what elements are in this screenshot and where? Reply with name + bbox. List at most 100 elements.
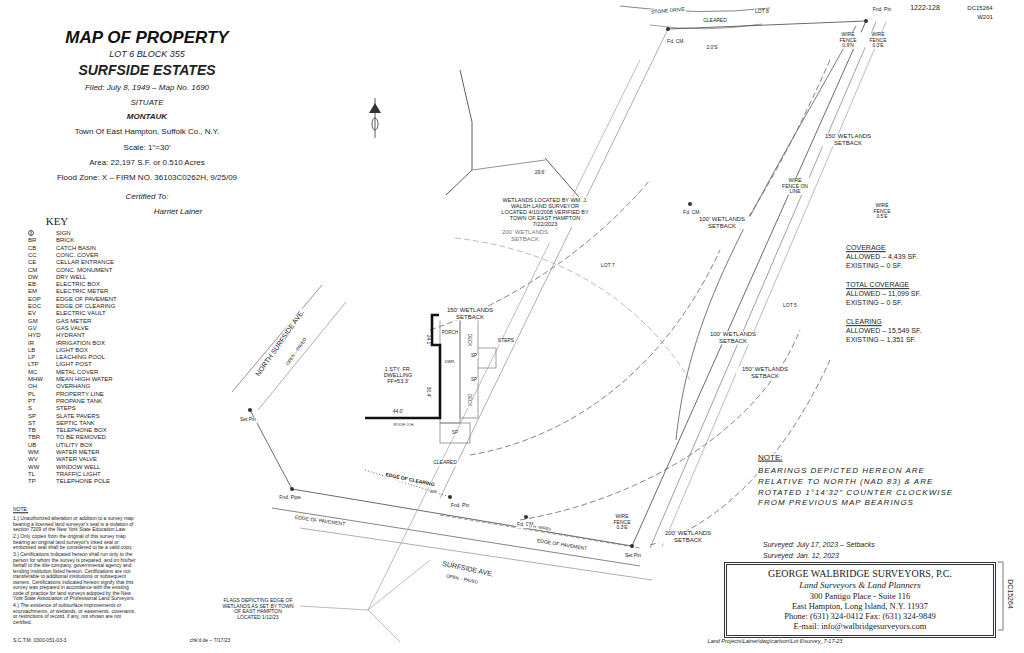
map-label: Fnd. Pipe <box>278 495 301 501</box>
map-label: WIRE FENCE ON LINE <box>779 178 811 195</box>
title-block-text: GEORGE WALBRIDGE SURVEYORS, P.C. <box>733 568 987 580</box>
map-label: METAL COVER <box>55 368 99 375</box>
map-label: 150' WETLANDS SETBACK <box>821 133 875 146</box>
map-label: ALLOWED – 15,549 SF. <box>845 327 922 335</box>
map-label: WATER VALVE <box>55 456 98 463</box>
map-label: GM <box>27 317 39 324</box>
map-label: WV <box>27 456 39 463</box>
map-label: WM <box>428 490 437 494</box>
map-label: CLEARING <box>845 318 883 326</box>
map-title: MAP OF PROPERTY <box>64 29 229 48</box>
map-label: TOTAL COVERAGE <box>845 281 910 289</box>
map-label: DC15264 <box>1006 578 1014 610</box>
map-label: 200' WETLANDS SETBACK <box>659 530 717 543</box>
map-label: SURFSIDE ESTATES <box>77 63 216 78</box>
map-label: S.C.T.M. 0300-051-03-3 <box>12 638 67 644</box>
map-label: Surveyed: Jan. 12, 2023 <box>762 552 840 560</box>
map-label: CELLAR ENTRANCE <box>55 259 115 266</box>
map-label: MONTAUK <box>126 113 168 122</box>
map-label: SP <box>27 412 37 419</box>
map-label: STEPS <box>497 338 515 344</box>
map-label: Surveyed: July 17, 2023 – Setbacks <box>762 541 876 549</box>
map-label: chk'd de – 7/17/23 <box>189 638 232 644</box>
map-label: 30.4' <box>425 386 431 399</box>
map-label: EOP <box>27 295 42 302</box>
map-label: 150' WETLANDS SETBACK <box>439 307 501 320</box>
map-label: LOT 6 BLOCK 355 <box>108 50 186 60</box>
map-label: MHW <box>27 376 44 383</box>
map-label: Fd. CM. <box>682 210 702 216</box>
map-label: IRRIGATION BOX <box>55 339 106 346</box>
map-label: LOT 7 <box>600 263 616 269</box>
map-label: CLEARED <box>432 460 458 466</box>
map-label: Set Pin <box>239 417 257 423</box>
map-label: S <box>27 405 33 412</box>
map-label: DECK <box>467 393 472 408</box>
map-label: TL <box>27 471 36 478</box>
map-label: Fd. CM. <box>666 39 686 45</box>
map-label: ROOF O.H. <box>393 423 416 427</box>
map-label: CE <box>27 259 37 266</box>
map-label: 150' WETLANDS SETBACK <box>736 366 794 379</box>
map-label: SLATE PAVERS <box>55 412 101 419</box>
map-label: 4.) The existence of subsurface improvem… <box>12 603 142 625</box>
map-label: GAS VALVE <box>55 325 90 332</box>
map-label: W201 <box>976 14 994 21</box>
map-label: TB <box>27 427 37 434</box>
map-label: NOTE: <box>757 454 783 463</box>
map-label: OH <box>27 383 38 390</box>
map-label: LB <box>27 347 36 354</box>
map-label: 2.0'S <box>705 45 718 51</box>
map-label: WATER METER <box>55 449 101 456</box>
map-label: PROPERTY LINE <box>55 390 105 397</box>
map-label: ELECTRIC METER <box>55 288 109 295</box>
title-block: GEORGE WALBRIDGE SURVEYORS, P.C.Land Sur… <box>724 562 996 638</box>
map-label: STEPS <box>55 405 77 412</box>
map-label: 3.) Certifications indicated hereon shal… <box>12 552 142 602</box>
map-label: CATCH BASIN <box>55 244 97 251</box>
map-label: LEACHING POOL <box>55 354 106 361</box>
map-label: EXISTING – 1,351 SF. <box>845 336 917 344</box>
map-label: 24.1' <box>425 334 431 347</box>
map-label: ST <box>27 420 37 427</box>
map-label: FLAGS DEPICTING EDGE OF WETLANDS AS SET … <box>221 598 295 620</box>
title-block-text: East Hampton, Long Island, N.Y. 11937 <box>733 601 987 611</box>
map-label: Flood Zone: X – FIRM NO. 36103C0262H, 9/… <box>56 174 238 183</box>
map-label: DC15264 <box>966 5 993 12</box>
map-label: EDGE OF PAVEMENT <box>536 538 589 552</box>
map-label: EXISTING – 0 SF. <box>845 262 903 270</box>
title-block-text: 300 Pantigo Place - Suite 116 <box>733 591 987 601</box>
map-label: BRICK <box>55 237 75 244</box>
map-label: OPEN – PAVED <box>445 574 480 586</box>
map-label: ALLOWED – 4,439 SF. <box>845 253 919 261</box>
map-label: CONC. MONUMENT <box>55 266 113 273</box>
map-label: LIGHT POST <box>55 361 93 368</box>
map-label: 200' WETLANDS SETBACK <box>493 229 557 242</box>
map-label: 1222-128 <box>909 4 941 12</box>
map-label: 2.) Only copies from the original of thi… <box>12 534 142 551</box>
map-label: MEAN HIGH WATER <box>55 376 114 383</box>
map-label: EDGE OF CLEARING <box>384 472 436 488</box>
map-label: Filed: July 8, 1949 – Map No. 1690 <box>84 84 210 93</box>
map-label: Fnd. Pin <box>450 503 471 509</box>
map-label: WIRE FENCE 0.3'E <box>609 514 635 531</box>
map-label: EDGE OF CLEARING <box>55 303 116 310</box>
map-label: Harriet Lainer <box>153 208 203 217</box>
map-label: Certified To: <box>125 193 170 202</box>
map-label: WIRE FENCE 0.9'N <box>835 32 861 49</box>
map-label: 29.6' <box>534 170 547 176</box>
map-label: EXISTING – 0 SF. <box>845 299 903 307</box>
map-label: WW <box>27 463 40 470</box>
map-label: EM <box>27 288 38 295</box>
map-label: GV <box>27 325 38 332</box>
map-label: CB <box>27 244 37 251</box>
map-label: O.H. WIRES <box>528 524 553 532</box>
map-label: NORTH SURFSIDE AVE. <box>254 308 307 379</box>
map-label: TBR <box>27 434 41 441</box>
map-label: WM <box>27 449 40 456</box>
map-label: TO BE REMOVED <box>55 434 107 441</box>
map-label: LTP <box>27 361 40 368</box>
map-label: UTILITY BOX <box>55 441 94 448</box>
map-label: DECK <box>467 333 472 348</box>
